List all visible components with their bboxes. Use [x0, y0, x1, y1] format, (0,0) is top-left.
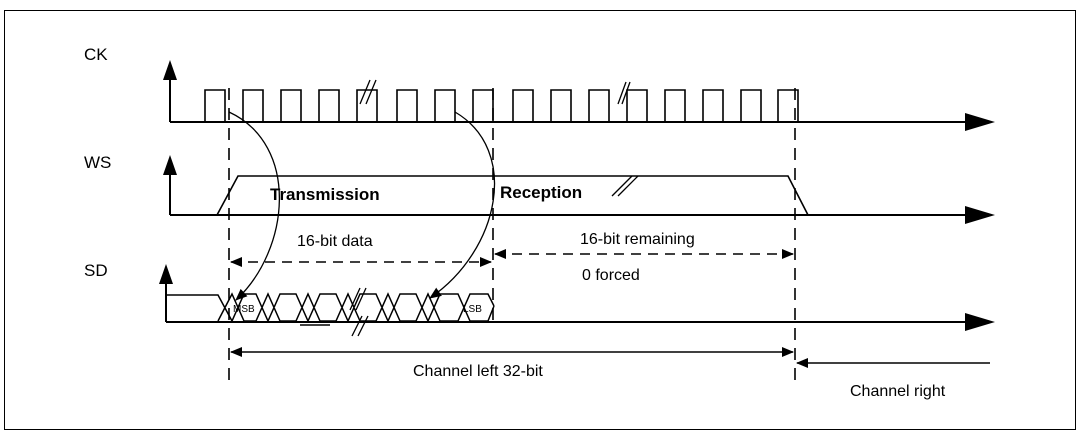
- ck-label: CK: [84, 45, 108, 64]
- sd-data-waveform: [166, 292, 495, 326]
- ws-break-marks: [611, 175, 639, 197]
- figure-frame: [4, 10, 1076, 430]
- ws-y-arrowhead: [163, 155, 177, 175]
- transmission-label: Transmission: [270, 185, 380, 204]
- lsb-label: LSB: [463, 304, 482, 315]
- dashed-guides: [228, 88, 796, 388]
- sd-axes: [165, 272, 990, 323]
- ws-waveform: [216, 175, 809, 216]
- msb-label: MSB: [233, 304, 255, 315]
- channel-right-label: Channel right: [850, 383, 946, 400]
- ck-clock-waveform: [204, 89, 799, 122]
- reception-label: Reception: [500, 183, 582, 202]
- ws-x-arrowhead: [965, 206, 995, 224]
- ck-y-arrowhead: [163, 60, 177, 80]
- sd-y-arrowhead: [159, 264, 173, 284]
- data-16bit-label: 16-bit data: [297, 233, 373, 250]
- ck-x-arrowhead: [965, 113, 995, 131]
- channel-left-label: Channel left 32-bit: [413, 363, 543, 380]
- ck-to-msb-arrow: [228, 111, 280, 301]
- ck-to-lsb-arrow: [429, 111, 496, 299]
- sd-x-arrowhead: [965, 313, 995, 331]
- zero-forced-label: 0 forced: [582, 267, 640, 284]
- ck-axes: [169, 68, 990, 123]
- ws-label: WS: [84, 153, 111, 172]
- sd-break-marks: [349, 287, 369, 337]
- ck-break-marks: [359, 79, 631, 105]
- remaining-16bit-label: 16-bit remaining: [580, 231, 695, 248]
- sd-label: SD: [84, 261, 108, 280]
